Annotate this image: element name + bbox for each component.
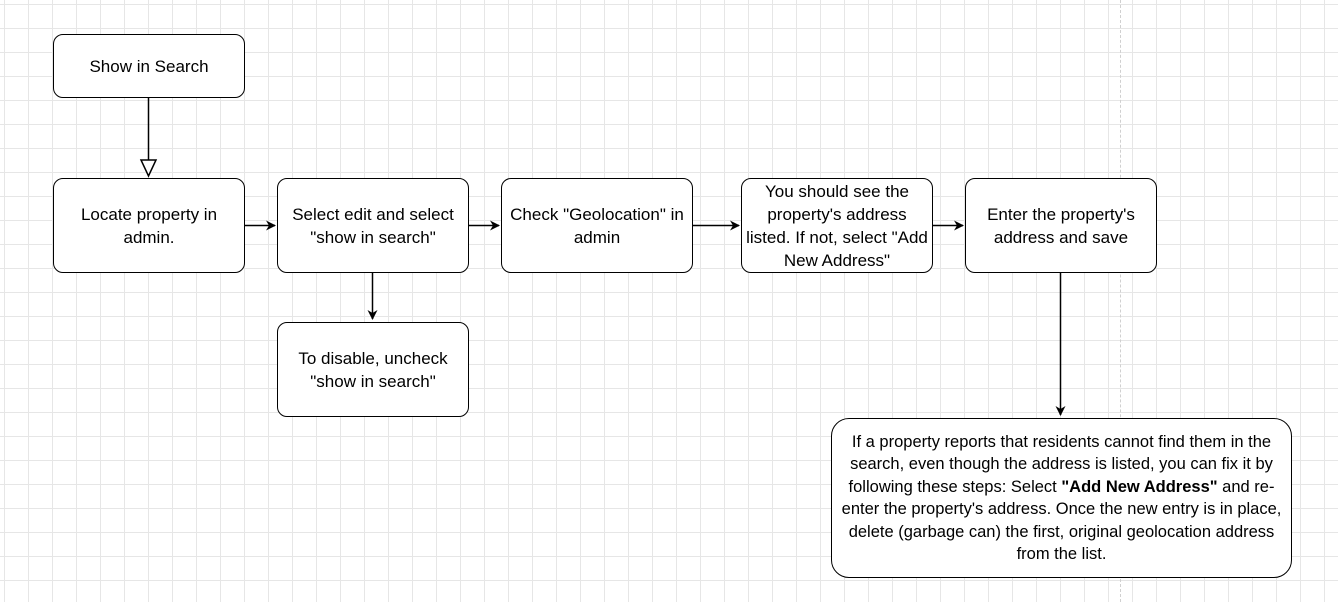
node-label: You should see the property's address li… bbox=[746, 181, 928, 270]
node-label: Locate property in admin. bbox=[80, 204, 218, 247]
connector-show-to-locate bbox=[139, 97, 158, 178]
node-disable[interactable]: To disable, uncheck "show in search" bbox=[277, 322, 469, 417]
node-note[interactable]: If a property reports that residents can… bbox=[831, 418, 1292, 578]
node-label: Enter the property's address and save bbox=[987, 204, 1135, 247]
page-break-guide bbox=[1120, 0, 1121, 602]
node-select-edit[interactable]: Select edit and select "show in search" bbox=[277, 178, 469, 273]
node-see-address[interactable]: You should see the property's address li… bbox=[741, 178, 933, 273]
node-check-geolocation[interactable]: Check "Geolocation" in admin bbox=[501, 178, 693, 273]
node-locate-property[interactable]: Locate property in admin. bbox=[53, 178, 245, 273]
note-text-part1: If a property reports that residents can… bbox=[848, 432, 1273, 496]
node-label: Check "Geolocation" in admin bbox=[510, 204, 684, 247]
node-enter-address[interactable]: Enter the property's address and save bbox=[965, 178, 1157, 273]
node-label: To disable, uncheck "show in search" bbox=[298, 348, 448, 391]
node-label: Select edit and select "show in search" bbox=[292, 204, 454, 247]
note-text-part2: and re-enter the property's address. Onc… bbox=[841, 477, 1282, 564]
note-text: If a property reports that residents can… bbox=[838, 431, 1285, 566]
node-label: Show in Search bbox=[89, 56, 209, 76]
node-show-in-search[interactable]: Show in Search bbox=[53, 34, 245, 98]
note-text-bold: "Add New Address" bbox=[1061, 477, 1218, 496]
